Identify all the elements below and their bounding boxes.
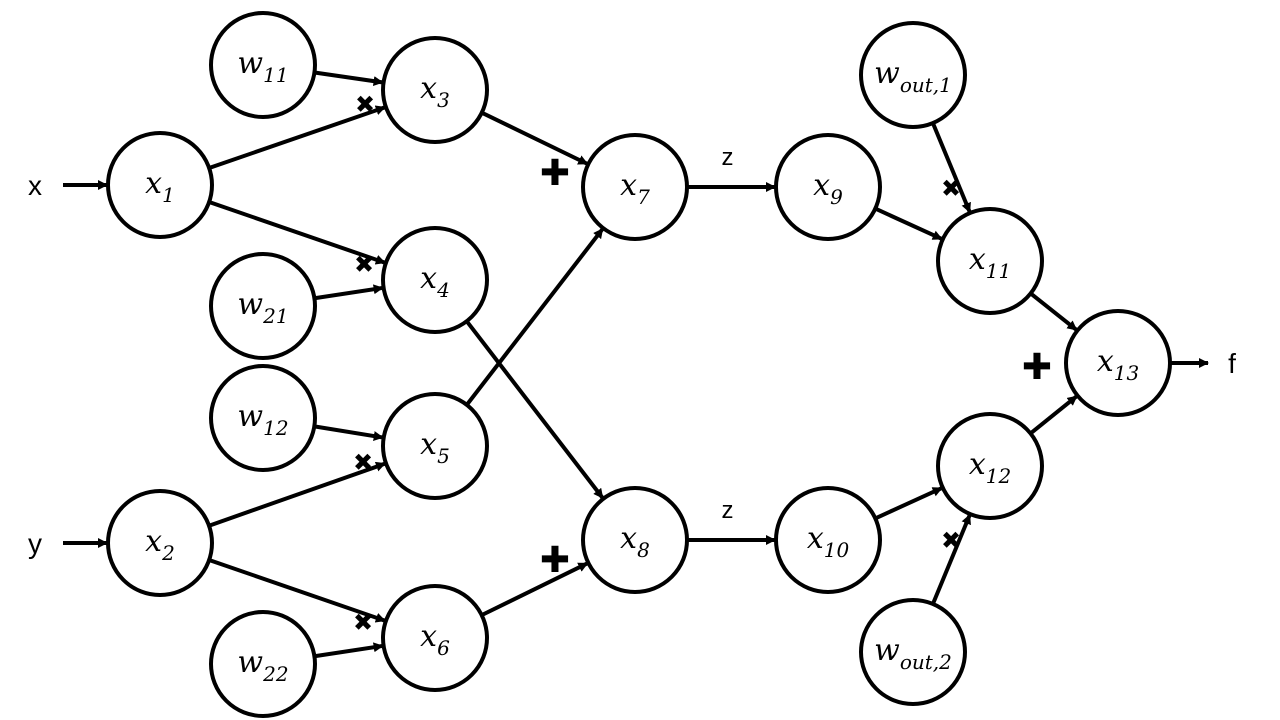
node-label-w22: w22 <box>237 645 288 686</box>
node-label-x11: x11 <box>969 242 1011 283</box>
node-circle-x3 <box>381 36 489 144</box>
edge-w12-to-x5 <box>314 424 384 441</box>
node-label-w12: w12 <box>237 399 288 440</box>
edges-layer: zz <box>63 70 1209 659</box>
operator-mul-x5: ✖ <box>353 449 373 477</box>
node-circle-wout2 <box>859 598 967 706</box>
edge-x5-to-x7 <box>465 227 605 407</box>
node-circle-x6 <box>381 584 489 692</box>
node-label-x13: x13 <box>1097 344 1139 385</box>
node-x13: x13 <box>1064 309 1172 417</box>
edge-x3-to-x7 <box>480 110 589 166</box>
node-wout1: wout,1 <box>859 21 967 129</box>
node-x1: x1 <box>106 131 214 239</box>
edge-label-x8-x10: z <box>722 497 734 524</box>
node-label-x6: x6 <box>420 619 450 660</box>
labels-layer: x y f <box>28 170 1236 559</box>
node-circle-w21 <box>209 252 317 360</box>
node-circle-x11 <box>936 207 1044 315</box>
edge-x2-to-x5 <box>208 461 386 528</box>
edge-x11-to-x13 <box>1029 291 1078 332</box>
operator-add-x8: ✚ <box>540 540 570 581</box>
node-circle-x5 <box>381 392 489 500</box>
node-x4: x4 <box>381 226 489 334</box>
operator-add-x13: ✚ <box>1022 347 1052 388</box>
edge-w21-to-x4 <box>314 284 384 301</box>
node-x8: x8 <box>581 486 689 594</box>
node-label-x9: x9 <box>813 168 843 209</box>
edge-x4-to-x8 <box>465 319 605 500</box>
node-label-x10: x10 <box>807 521 850 562</box>
node-circle-x13 <box>1064 309 1172 417</box>
node-circle-x7 <box>581 133 689 241</box>
node-circle-x10 <box>774 486 882 594</box>
output-label-f: f <box>1228 348 1236 379</box>
node-x9: x9 <box>774 133 882 241</box>
node-label-w21: w21 <box>237 287 288 328</box>
node-circle-x8 <box>581 486 689 594</box>
edge-x2-to-x6 <box>208 558 386 623</box>
edge-wout1-to-x11 <box>931 122 972 213</box>
node-circle-x2 <box>106 489 214 597</box>
edge-w22-to-x6 <box>314 642 384 659</box>
node-circle-x4 <box>381 226 489 334</box>
operator-mul-x4: ✖ <box>354 251 374 279</box>
node-x5: x5 <box>381 392 489 500</box>
edge-wout2-to-x12 <box>931 514 972 605</box>
node-x6: x6 <box>381 584 489 692</box>
input-label-x: x <box>28 170 42 201</box>
node-circle-x12 <box>936 412 1044 520</box>
edge-x9-to-x11 <box>874 206 943 241</box>
node-x12: x12 <box>936 412 1044 520</box>
node-w21: w21 <box>209 252 317 360</box>
edge-x1-to-x4 <box>208 200 386 265</box>
edge-w11-to-x3 <box>314 70 384 87</box>
node-w12: w12 <box>209 364 317 472</box>
node-label-x4: x4 <box>420 261 450 302</box>
edge-x6-to-x8 <box>480 561 589 617</box>
operators-layer: ✖ ✖ ✖ ✖ ✚ ✚ ✖ ✖ ✚ <box>353 91 1052 637</box>
node-label-x8: x8 <box>620 521 650 562</box>
edge-x10-to-x12 <box>874 486 943 521</box>
operator-mul-x12: ✖ <box>941 527 961 555</box>
node-x11: x11 <box>936 207 1044 315</box>
node-label-x5: x5 <box>420 427 450 468</box>
node-label-x3: x3 <box>420 71 450 112</box>
node-x7: x7 <box>581 133 689 241</box>
node-circle-x1 <box>106 131 214 239</box>
edge-x12-to-x13 <box>1029 394 1078 435</box>
edge-label-x7-x9: z <box>722 144 734 171</box>
nodes-layer: w11 w21 w12 w22 x1 x2 x3 x4 x5 x6 x7 x8 x9 x10 wout,1 w… <box>106 11 1172 718</box>
operator-add-x7: ✚ <box>540 153 570 194</box>
node-label-x12: x12 <box>969 447 1011 488</box>
node-x3: x3 <box>381 36 489 144</box>
node-label-x7: x7 <box>620 168 650 209</box>
node-label-wout1: wout,1 <box>874 56 952 97</box>
node-wout2: wout,2 <box>859 598 967 706</box>
edge-x1-to-x3 <box>208 105 386 170</box>
node-circle-w12 <box>209 364 317 472</box>
node-circle-w22 <box>209 610 317 718</box>
node-circle-wout1 <box>859 21 967 129</box>
node-label-w11: w11 <box>237 46 288 87</box>
node-w11: w11 <box>209 11 317 119</box>
operator-mul-x6: ✖ <box>353 609 373 637</box>
input-label-y: y <box>28 528 42 559</box>
operator-mul-x11: ✖ <box>941 175 961 203</box>
node-x2: x2 <box>106 489 214 597</box>
node-circle-w11 <box>209 11 317 119</box>
node-x10: x10 <box>774 486 882 594</box>
node-w22: w22 <box>209 610 317 718</box>
operator-mul-x3: ✖ <box>355 91 375 119</box>
node-label-x1: x1 <box>145 166 175 207</box>
node-label-x2: x2 <box>145 524 175 565</box>
node-label-wout2: wout,2 <box>874 633 952 674</box>
node-circle-x9 <box>774 133 882 241</box>
